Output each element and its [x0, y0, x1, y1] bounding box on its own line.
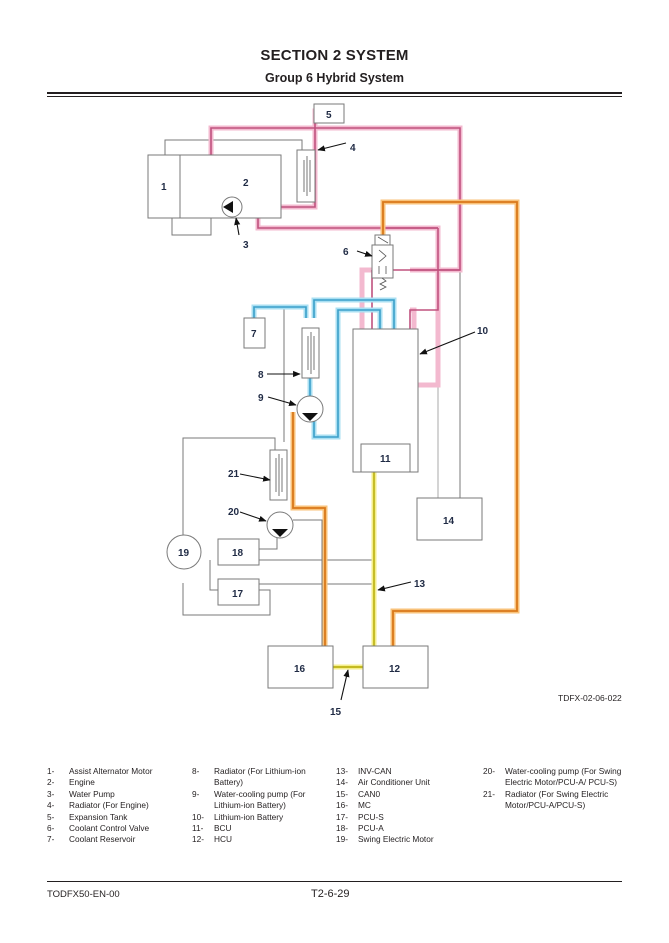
mc: [267, 645, 334, 689]
legend-item: 4-Radiator (For Engine): [47, 800, 149, 811]
hybrid-cooling-system-diagram: 1 2 3 4 5 6 7 8 9 10 11 12 13 14 15 16 1…: [147, 103, 520, 718]
label-3: 3: [243, 240, 249, 251]
label-16: 16: [294, 664, 306, 675]
label-8: 8: [258, 370, 264, 381]
label-13: 13: [414, 579, 426, 590]
battery-pump-arrow-icon: [302, 413, 318, 421]
legend-item: 13-INV-CAN: [336, 766, 392, 776]
label-11: 11: [380, 454, 391, 465]
label-14: 14: [443, 516, 455, 527]
label-15: 15: [330, 707, 342, 718]
legend-item: 14-Air Conditioner Unit: [336, 777, 430, 788]
label-4: 4: [350, 143, 356, 154]
legend-item: 20-Water-cooling pump (For Swing Electri…: [483, 766, 622, 788]
alternator-return-line: [171, 218, 212, 236]
page-number: T2-6-29: [311, 888, 350, 900]
bcu: [360, 443, 411, 473]
label-1: 1: [161, 182, 167, 193]
section-title: SECTION 2 SYSTEM: [260, 47, 409, 64]
legend-item: 15-CAN0: [336, 788, 381, 799]
swing-pump-arrow-icon: [272, 529, 288, 537]
legend-item: 19-Swing Electric Motor: [336, 834, 434, 845]
label-6: 6: [343, 247, 349, 258]
label-20: 20: [228, 507, 240, 518]
legend-item: 2-Engine: [47, 777, 95, 788]
diagram-reference-code: TDFX-02-06-022: [558, 693, 622, 703]
power-cable-lines: [290, 199, 520, 646]
coolant-reservoir: [243, 317, 266, 349]
air-conditioner-unit: [416, 497, 483, 541]
swing-motor-top-line: [182, 437, 276, 555]
assist-alternator-motor: [147, 154, 181, 219]
engine-radiator: [296, 149, 316, 203]
legend-item: 17-PCU-S: [336, 811, 384, 822]
legend-column-3: 13-INV-CAN 14-Air Conditioner Unit 15-CA…: [336, 766, 476, 846]
legend-item: 7-Coolant Reservoir: [47, 834, 136, 845]
label-5: 5: [326, 110, 332, 121]
legend-item: 16-MC: [336, 800, 371, 811]
legend-item: 11-BCU: [192, 823, 232, 834]
coolant-control-valve: [371, 244, 394, 279]
legend-item: 5-Expansion Tank: [47, 811, 128, 822]
swing-water-pump: [266, 511, 294, 539]
legend-item: 3-Water Pump: [47, 788, 115, 799]
swing-motor-bottom-line: [182, 583, 271, 616]
swing-electric-motor: [166, 534, 202, 570]
pcu-a: [217, 538, 260, 566]
document-code: TODFX50-EN-00: [47, 889, 120, 900]
footer-rule: [47, 881, 622, 882]
legend-item: 21-Radiator (For Swing Electric Motor/PC…: [483, 788, 609, 811]
header-rule-thick: [47, 92, 622, 94]
expansion-tank: [313, 103, 345, 124]
label-2: 2: [243, 178, 249, 189]
label-21: 21: [228, 469, 240, 480]
group-title: Group 6 Hybrid System: [265, 71, 404, 85]
pcu-s: [217, 578, 260, 606]
label-9: 9: [258, 393, 264, 404]
label-17: 17: [232, 589, 244, 600]
label-19: 19: [178, 548, 190, 559]
legend-item: 6-Coolant Control Valve: [47, 823, 150, 834]
label-18: 18: [232, 548, 244, 559]
label-10: 10: [477, 326, 489, 337]
legend-item: 18-PCU-A: [336, 823, 384, 834]
legend-column-4: 20-Water-cooling pump (For Swing Electri…: [483, 766, 623, 812]
battery-water-pump: [296, 395, 324, 423]
legend-column-1: 1-Assist Alternator Motor 2-Engine 3-Wat…: [47, 766, 197, 846]
label-12: 12: [389, 664, 401, 675]
label-7: 7: [251, 329, 257, 340]
legend-item: 1-Assist Alternator Motor: [47, 766, 153, 776]
legend-item: 12-HCU: [192, 834, 232, 845]
legend-item: 8-Radiator (For Lithium-ion Battery): [192, 766, 306, 788]
battery-radiator: [301, 327, 320, 379]
pump20-to-mc: [293, 519, 323, 646]
swing-radiator: [269, 449, 288, 501]
engine-bypass-line: [164, 139, 303, 155]
can-bus-lines: [333, 472, 377, 670]
legend-item: 10-Lithium-ion Battery: [192, 811, 284, 822]
pcu-a-to-pcu-s: [209, 560, 218, 591]
legend-item: 9-Water-cooling pump (For Lithium-ion Ba…: [192, 788, 306, 811]
legend-column-2: 8-Radiator (For Lithium-ion Battery) 9-W…: [192, 766, 322, 846]
water-pump-arrow-icon: [223, 201, 233, 213]
hcu: [362, 645, 429, 689]
header-rule-thin: [47, 96, 622, 97]
